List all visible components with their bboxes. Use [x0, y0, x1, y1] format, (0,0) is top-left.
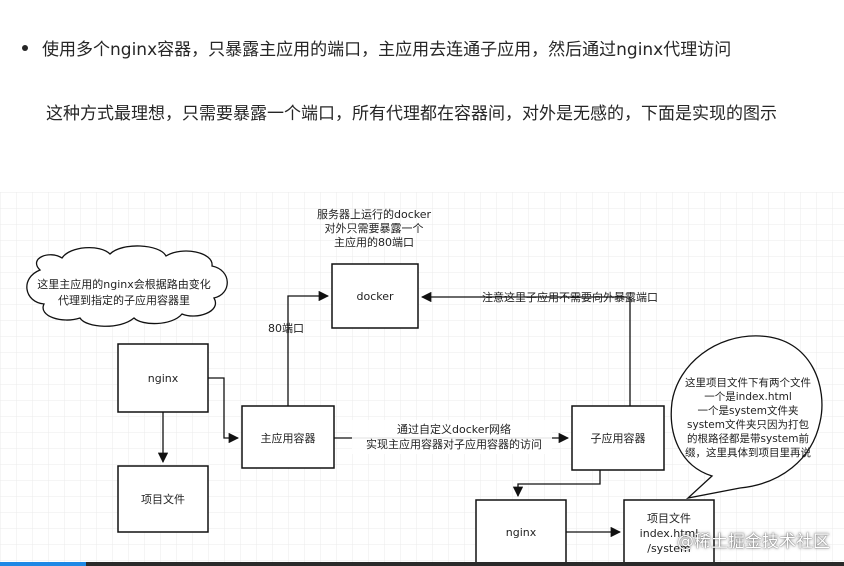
server-note-line-2: 对外只需要暴露一个 — [325, 221, 424, 235]
main-to-docker-arrow — [287, 290, 330, 424]
diagram-canvas: 服务器上运行的docker 对外只需要暴露一个 主应用的80端口 docker … — [0, 192, 844, 566]
left-cloud-shape — [26, 245, 228, 327]
nginx-main-label: nginx — [148, 372, 179, 385]
project-files-sub-box — [623, 499, 715, 566]
right-bubble-line-4: system文件夹只因为打包 — [687, 418, 809, 431]
bottom-progress-accent — [0, 562, 86, 566]
network-note-line-2: 实现主应用容器对子应用容器的访问 — [366, 437, 542, 451]
port-label: 80端口 — [268, 322, 304, 335]
bullet-dot-icon — [22, 45, 28, 51]
right-bubble-shape — [670, 335, 823, 500]
main-container-box — [241, 405, 335, 469]
right-bubble-line-2: 一个是index.html — [704, 391, 791, 403]
server-note-line-3: 主应用的80端口 — [334, 235, 414, 249]
project-files-sub-line-3: /system — [647, 542, 690, 555]
main-container-label: 主应用容器 — [261, 431, 316, 445]
docker-box — [331, 263, 419, 329]
bullet-text: 使用多个nginx容器，只暴露主应用的端口，主应用去连通子应用，然后通过ngin… — [42, 40, 732, 60]
network-note-bg — [352, 420, 552, 454]
right-bubble-line-5: 的根路径都是带system前 — [687, 432, 809, 445]
right-bubble-line-1: 这里项目文件下有两个文件 — [685, 376, 811, 389]
sub-container-box — [571, 405, 665, 471]
bottom-progress-bar — [0, 562, 844, 566]
right-bubble-line-3: 一个是system文件夹 — [698, 404, 799, 417]
architecture-diagram: 服务器上运行的docker 对外只需要暴露一个 主应用的80端口 docker … — [0, 192, 844, 566]
nginx-main-box — [117, 343, 209, 413]
project-files-sub-line-1: 项目文件 — [647, 511, 691, 525]
project-files-main-box — [117, 465, 209, 533]
left-cloud-line-1: 这里主应用的nginx会根据路由变化 — [37, 277, 211, 291]
sub-to-nginx-arrow — [512, 470, 601, 498]
docker-label: docker — [356, 290, 394, 303]
sub-to-docker-arrow — [420, 291, 631, 406]
bullet-point: 使用多个nginx容器，只暴露主应用的端口，主应用去连通子应用，然后通过ngin… — [22, 36, 731, 64]
sub-container-label: 子应用容器 — [591, 431, 646, 445]
intro-paragraph: 这种方式最理想，只需要暴露一个端口，所有代理都在容器间，对外是无感的，下面是实现… — [46, 104, 777, 124]
project-files-main-label: 项目文件 — [141, 492, 185, 506]
server-note-line-1: 服务器上运行的docker — [317, 207, 432, 221]
right-bubble-line-6: 缀，这里具体到项目里再说 — [685, 446, 811, 459]
nginx-to-main-arrow — [208, 377, 240, 444]
nginx-sub-label: nginx — [506, 526, 537, 539]
site-watermark: @稀土掘金技术社区 — [677, 532, 830, 552]
nginx-sub-box — [475, 499, 567, 566]
left-cloud-line-2: 代理到指定的子应用容器里 — [58, 293, 190, 307]
network-note-line-1: 通过自定义docker网络 — [397, 422, 511, 436]
sub-port-note: 注意这里子应用不需要向外暴露端口 — [482, 290, 658, 304]
project-files-sub-line-2: index.html — [640, 527, 699, 540]
